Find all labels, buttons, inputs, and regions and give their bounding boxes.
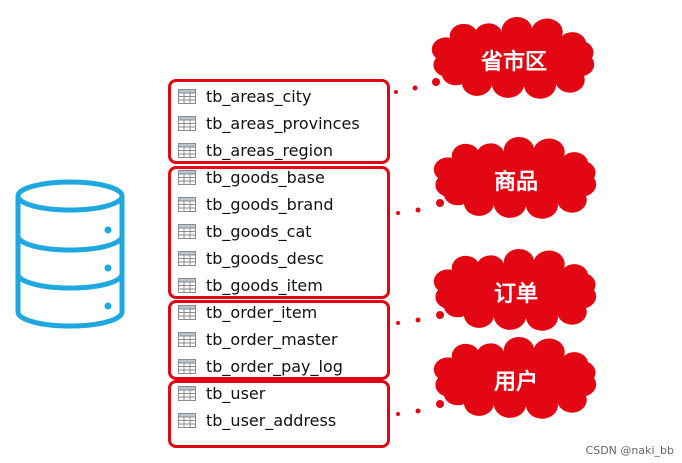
group-box (168, 166, 390, 299)
watermark: CSDN @naki_bb (585, 444, 674, 457)
table-name: tb_order_master (206, 329, 338, 349)
table-name: tb_goods_item (206, 275, 323, 295)
connector-dot (432, 78, 440, 86)
connector-dot (436, 400, 444, 408)
table-icon (178, 358, 196, 374)
table-icon (178, 169, 196, 185)
table-icon (178, 223, 196, 239)
table-row: tb_order_pay_log (178, 355, 343, 377)
table-name: tb_goods_brand (206, 194, 334, 214)
connector-dot (415, 408, 421, 414)
table-icon (178, 277, 196, 293)
connector-dot (396, 321, 400, 325)
table-row: tb_goods_desc (178, 247, 324, 269)
table-icon (178, 142, 196, 158)
connector-dot (415, 207, 421, 213)
table-row: tb_order_master (178, 328, 338, 350)
table-row: tb_goods_cat (178, 220, 312, 242)
table-row: tb_goods_item (178, 274, 323, 296)
group-box (168, 79, 390, 164)
table-name: tb_areas_city (206, 86, 312, 106)
table-icon (178, 115, 196, 131)
connector-dot (396, 211, 400, 215)
group-label: 用户 (493, 370, 538, 395)
cloud-callout (433, 248, 597, 331)
table-icon (178, 331, 196, 347)
table-name: tb_order_pay_log (206, 356, 343, 376)
database-icon (15, 179, 125, 329)
connector-dot (412, 85, 418, 91)
table-icon (178, 304, 196, 320)
table-icon (178, 412, 196, 428)
table-name: tb_user (206, 383, 266, 403)
cloud-callout (433, 136, 597, 219)
connector-dot (396, 412, 400, 416)
table-icon (178, 196, 196, 212)
table-icon (178, 385, 196, 401)
group-box (168, 300, 390, 380)
connector-dot (436, 199, 444, 207)
group-label: 省市区 (480, 50, 547, 75)
group-label: 商品 (493, 170, 538, 195)
table-name: tb_areas_provinces (206, 113, 360, 133)
group-box (168, 380, 390, 448)
table-row: tb_user (178, 382, 265, 404)
table-name: tb_areas_region (206, 140, 334, 160)
table-name: tb_goods_desc (206, 248, 324, 268)
table-row: tb_areas_region (178, 139, 333, 161)
table-row: tb_areas_provinces (178, 112, 360, 134)
cloud-callout (431, 16, 595, 99)
connector-dot (394, 90, 398, 94)
table-row: tb_user_address (178, 409, 336, 431)
table-icon (178, 88, 196, 104)
table-name: tb_user_address (206, 410, 337, 430)
table-row: tb_order_item (178, 301, 317, 323)
table-name: tb_order_item (206, 302, 318, 322)
table-row: tb_goods_base (178, 166, 325, 188)
table-icon (178, 250, 196, 266)
table-name: tb_goods_cat (206, 221, 312, 241)
group-label: 订单 (493, 282, 538, 307)
connector-dot (436, 311, 444, 319)
table-name: tb_goods_base (206, 167, 325, 187)
table-row: tb_areas_city (178, 85, 311, 107)
cloud-callout (433, 336, 597, 419)
connector-dot (415, 317, 421, 323)
table-row: tb_goods_brand (178, 193, 334, 215)
